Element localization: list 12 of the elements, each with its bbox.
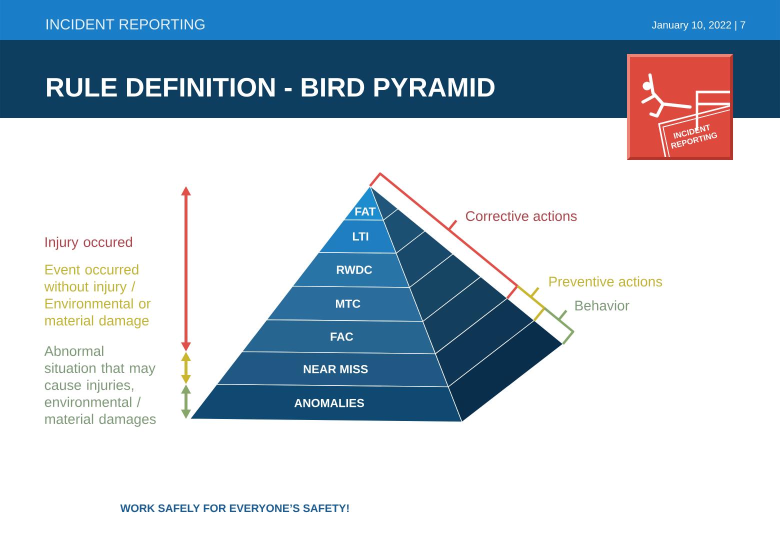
node-label: ANOMALIES xyxy=(294,398,364,408)
action-label: Corrective actions xyxy=(466,210,577,222)
action-label: Preventive actions xyxy=(549,276,662,287)
range-description: Injury occured xyxy=(46,236,132,250)
date-page-number: January 10, 2022 | 7 xyxy=(652,21,746,31)
range-description: Abnormal situation that may cause injuries, environmental / material damages xyxy=(44,346,156,427)
node-label: NEAR MISS xyxy=(304,364,368,374)
slogan-text: WORK SAFELY FOR EVERYONE’S SAFETY! xyxy=(120,504,349,512)
header-text: INCIDENT REPORTING xyxy=(46,19,204,30)
range-description: Event occurred without injury / Environmental or material damage xyxy=(44,264,151,328)
slide-title: RULE DEFINITION - BIRD PYRAMID xyxy=(47,78,494,97)
action-label: Behavior xyxy=(575,300,630,311)
